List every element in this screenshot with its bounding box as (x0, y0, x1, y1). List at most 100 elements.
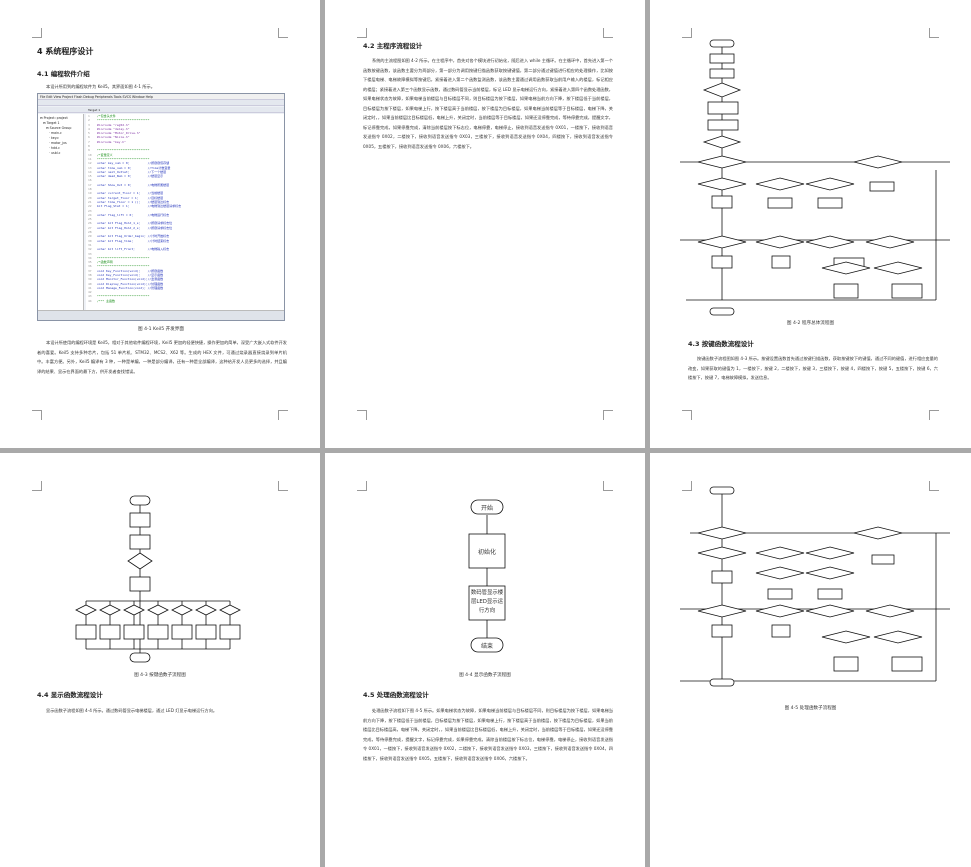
branch-action (195, 624, 217, 640)
code-line: 7#include "key.h" (88, 139, 126, 144)
figure-4-1-caption: 图 4-1 Keil5 开发界面 (138, 327, 184, 332)
ide-build-output (38, 310, 284, 320)
code-line: 10/*变量定义 (88, 152, 113, 157)
code-line: 11***************************** (88, 156, 150, 161)
ide-tree-item[interactable]: · motor_jxs (49, 141, 67, 145)
section-title-4-4: 4.4 显示函数流程设计 (37, 691, 103, 699)
figure-4-4-caption: 图 4-4 显示函数子流程图 (459, 673, 511, 678)
ide-tree-item[interactable]: · key.c (49, 136, 59, 140)
main-flowchart (680, 39, 950, 316)
ide-tree-item[interactable]: · hdd.c (49, 146, 60, 150)
ide-project-tree: ⊟ Project: project⊟ Target 1⊟ Source Gro… (38, 114, 84, 310)
branch-action (219, 624, 241, 640)
ide-tree-item[interactable]: · main.c (49, 131, 62, 135)
page2-body-paragraph: 系统的主流程图如图 4-2 所示。在主程序中，首先对各个模块进行初始化，随后进入… (363, 58, 613, 149)
flow-end-label: 结束 (481, 642, 493, 650)
flow-display-label: 数码管显示楼层LED显示运行方向 (470, 590, 504, 614)
code-line: 9***************************** (88, 148, 150, 153)
page3-body-paragraph: 按键函数子流程图如图 4-3 所示。按键设置函数首先通过按键扫描函数，获取按键按… (688, 356, 938, 380)
document-page-1: 4 系统程序设计 4.1 编程软件介绍 本设计所用到的编程软件为 Keil5。其… (0, 0, 320, 448)
code-line: 35/*函数声明 (88, 260, 113, 265)
flow-init-label: 初始化 (478, 548, 496, 556)
process-function-flowchart (680, 486, 950, 687)
page5-body-paragraph: 处理函数子流程如下图 4-5 所示。如果电梯状态为故障，如果电梯当前楼层与目标楼… (363, 708, 613, 761)
display-function-flowchart: 开始 初始化 结束 (468, 499, 506, 653)
code-line: 2***************************** (88, 118, 150, 123)
document-page-5: 开始 初始化 结束 数码管显示楼层LED显示运行方向 图 4-4 显示函数子流程… (325, 453, 645, 867)
flow-start-label: 开始 (481, 504, 493, 512)
ide-toolbar-1 (38, 100, 284, 106)
branch-decision (171, 604, 193, 616)
code-line: 23 (88, 208, 92, 213)
figure-4-2-caption: 图 4-2 程序总体流程图 (786, 321, 835, 326)
code-line: 5#include "Motor_Drive.h" (88, 131, 141, 136)
branch-decision (75, 604, 97, 616)
intro-paragraph: 本设计所用到的编程软件为 Keil5。其界面如图 4-1 所示。 (46, 84, 155, 89)
branch-action (147, 624, 169, 640)
branch-action (171, 624, 193, 640)
code-line: 34***************************** (88, 255, 150, 260)
keil5-ide-screenshot: File Edit View Project Flash Debug Perip… (37, 93, 285, 321)
code-line: 36***************************** (88, 264, 150, 269)
section-title-4-1: 4.1 编程软件介绍 (37, 70, 90, 78)
branch-decision (147, 604, 169, 616)
ide-tree-item[interactable]: ⊟ Target 1 (43, 121, 60, 125)
section-title-4-5: 4.5 处理函数流程设计 (363, 691, 429, 699)
branch-decision (195, 604, 217, 616)
code-line: 18 (88, 187, 92, 192)
ide-tree-item[interactable]: ⊟ Project: project (40, 116, 68, 120)
code-line: 44/*** 主函数 (88, 298, 116, 303)
ide-menu-bar: File Edit View Project Flash Debug Perip… (38, 94, 284, 100)
document-page-6: 图 4-5 处理函数子流程图 (650, 453, 971, 867)
code-line: 28 (88, 230, 92, 235)
branch-action (75, 624, 97, 640)
code-line: 25 (88, 217, 92, 222)
code-line: 1/*包含头文件 (88, 114, 116, 118)
code-line: 31 (88, 242, 92, 247)
branch-decision (123, 604, 145, 616)
ide-tree-item[interactable]: · usbl.c (49, 151, 61, 155)
document-page-4: 图 4-3 按键函数子流程图 4.4 显示函数流程设计 显示函数子流程如图 4-… (0, 453, 320, 867)
branch-action (99, 624, 121, 640)
figure-4-5-caption: 图 4-5 处理函数子流程图 (784, 706, 837, 711)
code-line: 3#include "reg52.h" (88, 122, 130, 127)
code-line: 33 (88, 251, 92, 256)
chapter-title: 4 系统程序设计 (37, 47, 94, 56)
code-line: 4#include "delay.h" (88, 126, 130, 131)
section-title-4-3: 4.3 按键函数流程设计 (688, 340, 754, 348)
ide-toolbar-2: Target 1 (38, 107, 284, 113)
code-line: 43***************************** (88, 294, 150, 299)
ide-file-tab: Target 1 (88, 108, 101, 112)
document-page-3: 图 4-2 程序总体流程图 4.3 按键函数流程设计 按键函数子流程图如图 4-… (650, 0, 971, 448)
section-title-4-2: 4.2 主程序流程设计 (363, 42, 423, 50)
branch-decision (219, 604, 241, 616)
branch-decision (99, 604, 121, 616)
figure-4-3-caption: 图 4-3 按键函数子流程图 (134, 673, 186, 678)
ide-tree-item[interactable]: ⊟ Source Group (46, 126, 72, 130)
code-line: 16 (88, 178, 92, 183)
page4-body-paragraph: 显示函数子流程如图 4-4 所示。通过数码管显示电梯楼层，通过 LED 灯显示电… (46, 708, 218, 713)
code-line: 42 (88, 290, 92, 295)
document-page-2: 4.2 主程序流程设计 系统的主流程图如图 4-2 所示。在主程序中，首先对各个… (325, 0, 645, 448)
